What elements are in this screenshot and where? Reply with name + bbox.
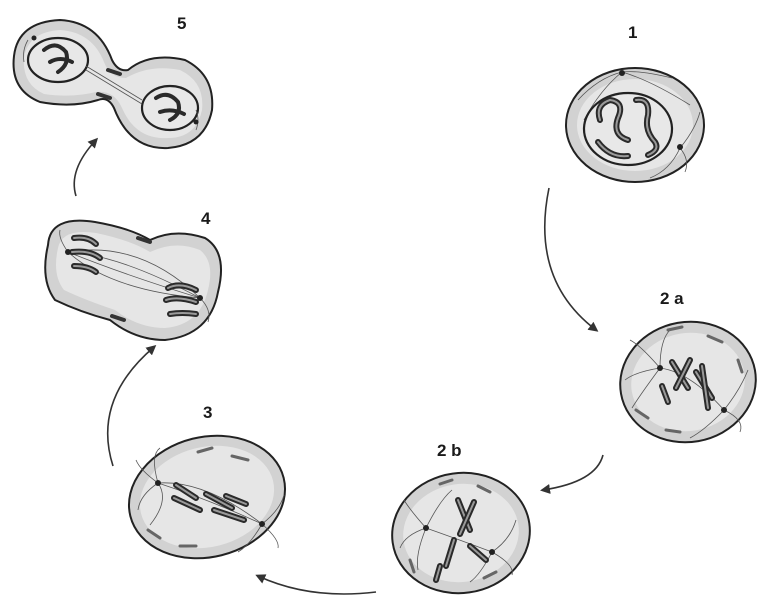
arrow-2a-to-2b (543, 455, 603, 490)
arrow-2b-to-3 (258, 576, 376, 594)
stage-label-1: 1 (628, 23, 637, 42)
cell-stage-4 (45, 221, 221, 340)
cell-stage-1 (566, 68, 704, 182)
cell-stage-2b (384, 464, 537, 602)
stage-label-5: 5 (177, 14, 186, 33)
stage-label-3: 3 (203, 403, 212, 422)
arrow-1-to-2a (545, 188, 596, 330)
stage-label-2b: 2 b (437, 441, 462, 460)
cell-stage-3 (116, 420, 298, 575)
cell-stage-5 (14, 20, 213, 148)
cell-stage-2a (611, 311, 759, 453)
arrow-4-to-5 (74, 140, 96, 196)
arrow-3-to-4 (108, 347, 154, 466)
stage-label-4: 4 (201, 209, 211, 228)
stage-label-2a: 2 a (660, 289, 684, 308)
